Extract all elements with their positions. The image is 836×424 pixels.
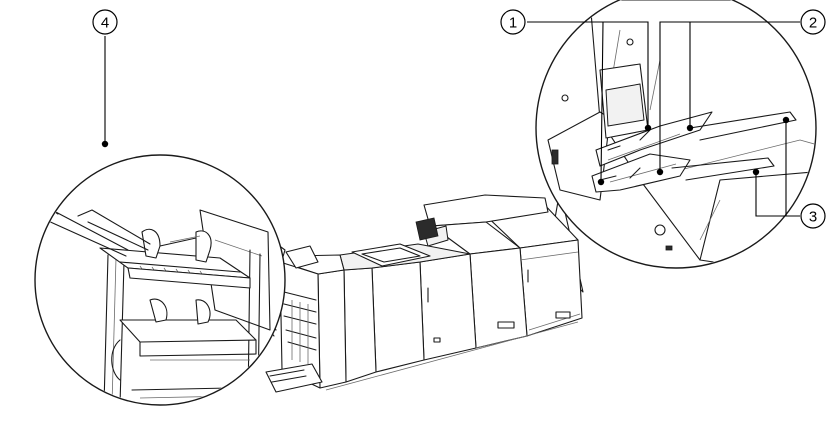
engine-front-panel-2 <box>371 261 425 373</box>
handle-5 <box>555 311 571 319</box>
callout-3-label: 3 <box>809 209 817 226</box>
tray-extension-lower <box>671 157 775 181</box>
callout-2-circle <box>800 9 826 35</box>
callout-3-circle <box>800 203 826 229</box>
top-tray-paper <box>361 247 421 263</box>
detail-circle-left <box>34 154 286 406</box>
finisher-upper-tray <box>285 245 319 269</box>
control-panel-screen[interactable] <box>415 217 439 241</box>
engine-front-panel-1 <box>343 267 377 383</box>
handle-4 <box>497 321 515 329</box>
callout-4: 4 <box>92 9 118 35</box>
callout-2-label: 2 <box>809 15 817 32</box>
callout-4-circle <box>92 9 118 35</box>
detail-circle-right <box>535 0 817 269</box>
printer-body <box>254 189 584 393</box>
handle-3 <box>433 337 441 343</box>
engine-front-panel-4 <box>469 247 528 349</box>
callout-1-circle <box>500 9 526 35</box>
engine-front-panel-3 <box>419 253 477 361</box>
callout-4-label: 4 <box>101 15 109 32</box>
finisher-cabinet <box>317 269 347 389</box>
callout-1-label: 1 <box>509 15 517 32</box>
bypass-tray-lower <box>591 153 691 193</box>
engine-right-cabinet <box>519 239 583 337</box>
callout-1: 1 <box>500 9 526 35</box>
tray-extension-upper <box>689 111 797 141</box>
callout-leaders <box>101 21 800 217</box>
callout-2: 2 <box>800 9 826 35</box>
callout-3: 3 <box>800 203 826 229</box>
